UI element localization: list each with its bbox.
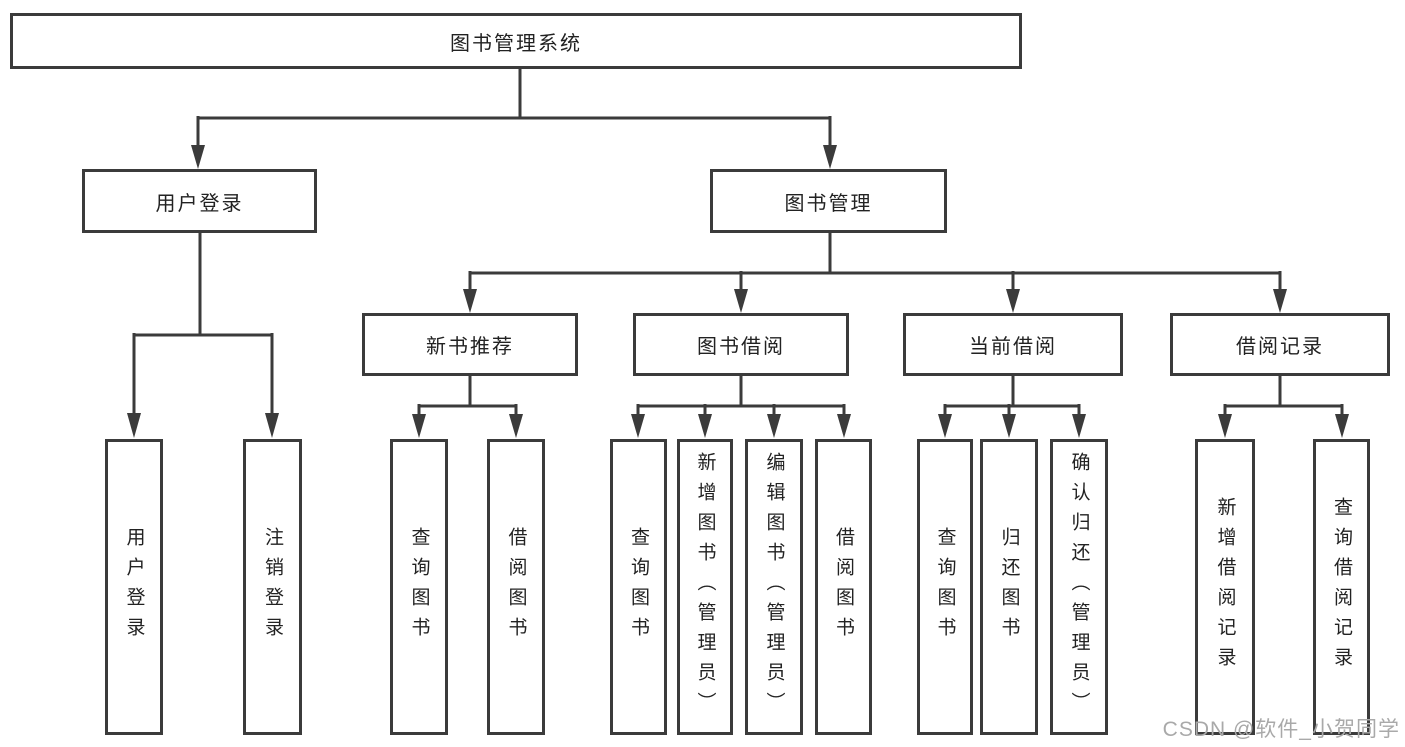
edges-user-login [127, 233, 279, 438]
edges-book-management [463, 233, 1287, 313]
node-label: 借阅记录 [1236, 336, 1324, 358]
leaf-query-books-recommend: 查询图书 [390, 439, 448, 735]
node-label: 新增借阅记录 [1214, 497, 1236, 677]
node-label: 用户登录 [123, 527, 145, 647]
node-label: 图书借阅 [697, 336, 785, 358]
node-label: 图书管理系统 [450, 32, 582, 55]
arrowhead [698, 414, 712, 438]
node-new-book-recommend: 新书推荐 [362, 313, 578, 376]
leaf-add-book-admin: 新增图书（管理员） [677, 439, 733, 735]
arrowhead [1006, 289, 1020, 313]
leaf-borrow-books-recommend: 借阅图书 [487, 439, 545, 735]
edges-new-book-recommend [412, 375, 523, 438]
arrowhead [1273, 289, 1287, 313]
node-book-borrow: 图书借阅 [633, 313, 849, 376]
leaf-query-books-borrow: 查询图书 [610, 439, 667, 735]
arrowhead [1335, 414, 1349, 438]
node-label: 查询图书 [408, 527, 430, 647]
arrowhead [265, 413, 279, 438]
node-borrow-records: 借阅记录 [1170, 313, 1390, 376]
arrowhead [1218, 414, 1232, 438]
arrowhead [509, 414, 523, 438]
leaf-confirm-return-admin: 确认归还（管理员） [1050, 439, 1108, 735]
leaf-edit-book-admin: 编辑图书（管理员） [745, 439, 803, 735]
edges-current-borrow [938, 375, 1086, 438]
arrowhead [631, 414, 645, 438]
node-label: 注销登录 [262, 527, 283, 647]
node-library-management-system: 图书管理系统 [10, 13, 1022, 69]
node-user-login: 用户登录 [82, 169, 317, 233]
node-label: 新书推荐 [426, 336, 514, 358]
node-label: 借阅图书 [833, 527, 854, 647]
leaf-return-books: 归还图书 [980, 439, 1038, 735]
node-label: 查询图书 [628, 527, 649, 647]
arrowhead [127, 413, 141, 438]
node-label: 借阅图书 [505, 527, 527, 647]
edges-borrow-records [1218, 375, 1349, 438]
node-current-borrow: 当前借阅 [903, 313, 1123, 376]
node-label: 确认归还（管理员） [1068, 452, 1090, 722]
arrowhead [734, 289, 748, 313]
node-label: 归还图书 [998, 527, 1020, 647]
arrowhead [1072, 414, 1086, 438]
node-label: 用户登录 [155, 192, 244, 215]
leaf-query-books-current: 查询图书 [917, 439, 973, 735]
arrowhead [412, 414, 426, 438]
node-label: 查询借阅记录 [1331, 497, 1352, 677]
leaf-user-login: 用户登录 [105, 439, 163, 735]
node-label: 编辑图书（管理员） [763, 452, 785, 722]
leaf-add-borrow-record: 新增借阅记录 [1195, 439, 1255, 735]
edges-book-borrow [631, 375, 851, 438]
arrowhead [1002, 414, 1016, 438]
arrowhead [823, 145, 837, 169]
node-label: 图书管理 [784, 192, 873, 215]
leaf-query-borrow-record: 查询借阅记录 [1313, 439, 1370, 735]
node-label: 查询图书 [934, 527, 956, 647]
arrowhead [938, 414, 952, 438]
node-label: 新增图书（管理员） [694, 452, 716, 722]
arrowhead [767, 414, 781, 438]
arrowhead [837, 414, 851, 438]
arrowhead [463, 289, 477, 313]
arrowhead [191, 145, 205, 169]
node-label: 当前借阅 [969, 336, 1057, 358]
node-book-management: 图书管理 [710, 169, 947, 233]
leaf-logout-login: 注销登录 [243, 439, 302, 735]
watermark-text: CSDN @软件_小贺同学 [1162, 718, 1400, 741]
edges-root [191, 69, 837, 169]
leaf-borrow-books: 借阅图书 [815, 439, 872, 735]
